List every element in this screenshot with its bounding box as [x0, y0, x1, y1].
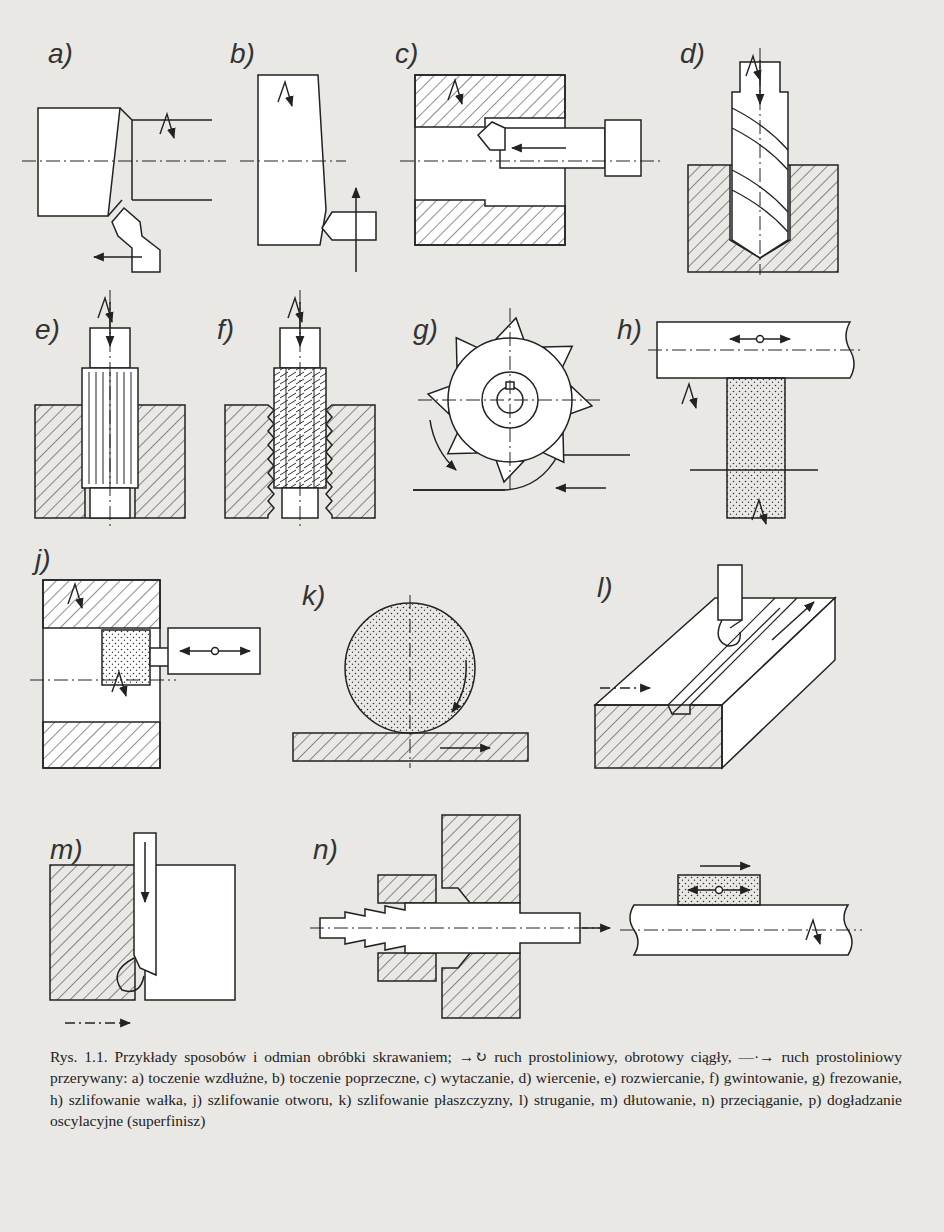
- figure-letter: e): [35, 316, 60, 344]
- figure-letter: f): [217, 316, 234, 344]
- figure-letter: h): [617, 316, 642, 344]
- internal-grinding: [30, 580, 260, 768]
- figure-letter: k): [302, 582, 325, 610]
- tapping: [225, 290, 375, 530]
- cylindrical-grinding: [648, 322, 862, 524]
- reaming: [35, 290, 185, 530]
- figure-letter: n): [313, 836, 338, 864]
- figure-letter: b): [230, 40, 255, 68]
- surface-grinding: [293, 595, 528, 768]
- facing: [240, 75, 376, 272]
- broaching: [310, 815, 610, 1018]
- longitudinal-turning: [22, 108, 226, 272]
- boring: [400, 75, 660, 245]
- figure-letter: g): [413, 316, 438, 344]
- planing: [595, 565, 835, 768]
- figure-letter: l): [597, 574, 613, 602]
- figure-letter: a): [48, 40, 73, 68]
- drilling: [688, 48, 838, 275]
- figure-letter: c): [395, 40, 418, 68]
- superfinishing: [620, 866, 862, 955]
- slotting: [50, 833, 235, 1023]
- milling: [413, 308, 630, 492]
- figure-caption: Rys. 1.1. Przykłady sposobów i odmian ob…: [50, 1046, 902, 1132]
- figure-letter: d): [680, 40, 705, 68]
- figure-letter: j): [35, 546, 51, 574]
- figure-letter: m): [50, 836, 83, 864]
